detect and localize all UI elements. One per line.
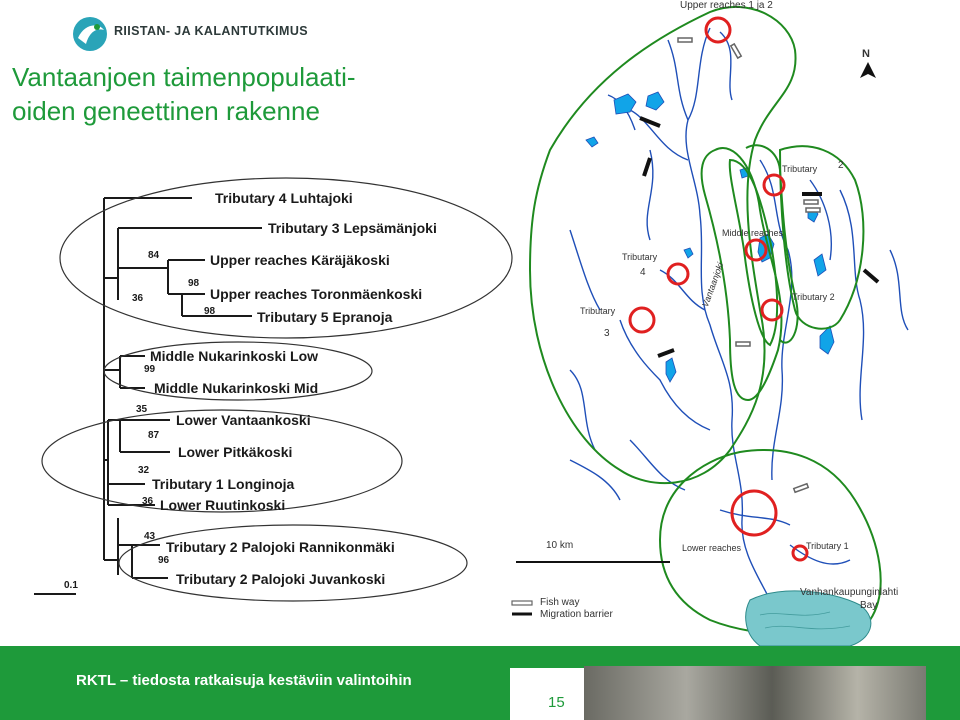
- taxon-label: Middle Nukarinkoski Low: [150, 348, 319, 364]
- taxon-label: Middle Nukarinkoski Mid: [154, 380, 319, 396]
- page-number: 15: [548, 694, 565, 711]
- bootstrap-value: 43: [144, 531, 156, 542]
- footer-tagline: RKTL – tiedosta ratkaisuja kestäviin val…: [76, 672, 412, 689]
- map-label-bay: Bay: [860, 600, 878, 611]
- map-label-tributary: Tributary: [580, 306, 616, 316]
- bootstrap-value: 96: [158, 555, 170, 566]
- map-label-number: 2: [838, 160, 844, 171]
- scale-bar-label: 0.1: [64, 580, 78, 591]
- bootstrap-value: 32: [138, 465, 150, 476]
- taxon-label: Tributary 5 Epranoja: [257, 309, 393, 325]
- page-number-box: [510, 668, 596, 720]
- taxon-label: Tributary 1 Longinoja: [152, 476, 295, 492]
- taxon-label: Lower Vantaankoski: [176, 412, 311, 428]
- bootstrap-value: 36: [142, 496, 154, 507]
- north-label: N: [862, 48, 870, 60]
- logo-text: RIISTAN- JA KALANTUTKIMUS: [114, 24, 309, 38]
- map-label-tributary-2: Tributary 2: [792, 292, 835, 302]
- taxon-label: Tributary 3 Lepsämänjoki: [268, 220, 437, 236]
- taxon-label: Tributary 2 Palojoki Rannikonmäki: [166, 539, 395, 555]
- river-map: [511, 6, 909, 646]
- bootstrap-value: 98: [204, 306, 216, 317]
- bootstrap-value: 99: [144, 364, 156, 375]
- map-scale-label: 10 km: [546, 540, 574, 551]
- title-line-2: oiden geneettinen rakenne: [12, 96, 320, 126]
- map-label-tributary-1: Tributary 1: [806, 541, 849, 551]
- phylogenetic-tree: [34, 177, 513, 602]
- bootstrap-value: 98: [188, 278, 200, 289]
- map-label-middle-reaches: Middle reaches: [722, 228, 784, 238]
- map-label-lower-reaches: Lower reaches: [682, 543, 742, 553]
- map-label-upper-reaches: Upper reaches 1 ja 2: [680, 0, 773, 11]
- taxon-label: Upper reaches Käräjäkoski: [210, 252, 390, 268]
- map-label-tributary: Tributary: [782, 164, 818, 174]
- title-line-1: Vantaanjoen taimenpopulaati-: [12, 62, 356, 92]
- taxon-label: Lower Ruutinkoski: [160, 497, 286, 513]
- taxon-label: Lower Pitkäkoski: [178, 444, 293, 460]
- bootstrap-value: 87: [148, 430, 160, 441]
- map-label-tributary: Tributary: [622, 252, 658, 262]
- bootstrap-value: 36: [132, 293, 144, 304]
- map-label-number: 4: [640, 267, 646, 278]
- rktl-logo-icon: [73, 17, 107, 51]
- taxon-label: Tributary 2 Palojoki Juvankoski: [176, 571, 386, 587]
- map-label-bay: Vanhankaupunginlahti: [800, 587, 899, 598]
- taxon-label: Upper reaches Toronmäenkoski: [210, 286, 423, 302]
- page-title: Vantaanjoen taimenpopulaati- oiden genee…: [12, 60, 356, 128]
- legend-fish-way: Fish way: [540, 597, 580, 608]
- bootstrap-value: 84: [148, 250, 160, 261]
- bootstrap-value: 35: [136, 404, 148, 415]
- map-label-number: 3: [604, 328, 610, 339]
- taxon-label: Tributary 4 Luhtajoki: [215, 190, 353, 206]
- legend-migration-barrier: Migration barrier: [540, 609, 613, 620]
- footer-photo: [584, 666, 926, 720]
